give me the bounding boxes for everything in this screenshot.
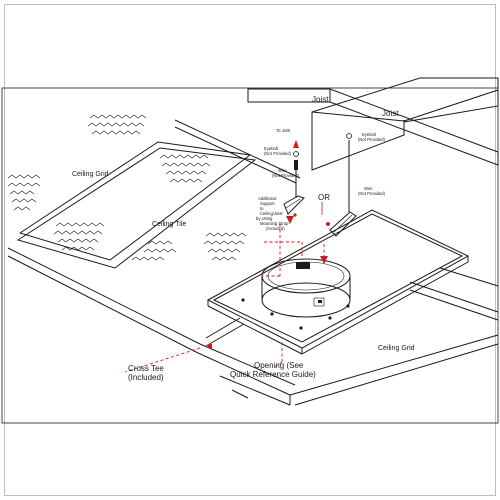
svg-text:Support: Support [260,201,276,206]
svg-text:(Included): (Included) [266,226,285,231]
label-joist-2: Joist [382,109,399,118]
svg-text:Mounting Strap: Mounting Strap [260,221,289,226]
joist-beams [247,77,499,171]
label-ceiling-grid-right: Ceiling Grid [378,345,415,352]
svg-text:to: to [260,206,264,211]
label-ceiling-tile: Ceiling Tile [152,221,186,228]
label-wire-left-2: (Not Provided) [272,173,300,178]
label-opening-2: Quick Reference Guide) [230,370,316,379]
svg-text:Additional: Additional [258,196,276,201]
tile-bridge-frame [206,209,470,355]
label-eyebolt-right-1: Eyebolt [362,132,377,137]
tile-texture [7,114,247,261]
label-wire-right-1: Wire [364,186,373,191]
ceiling-grid-lines [7,119,499,406]
label-eyebolt-left-2: (Not Provided) [264,151,292,156]
label-or: OR [318,193,330,202]
label-to-joist: To Joist [276,128,291,133]
mounting-rails [283,133,357,237]
label-eyebolt-left-1: Eyebolt [264,146,279,151]
label-cross-tee-2: (Included) [128,373,164,382]
label-joist-1: Joist [312,95,329,104]
label-ceiling-grid-left: Ceiling Grid [72,171,109,178]
image-frame [4,4,496,496]
svg-text:by Using: by Using [256,216,273,221]
label-cross-tee-1: Cross Tee [128,364,164,373]
svg-text:Ceiling/Joist: Ceiling/Joist [260,211,283,216]
label-wire-left-1: Wire [278,168,287,173]
label-opening-1: Opening (See [254,361,304,370]
label-eyebolt-right-2: (Not Provided) [358,137,386,142]
label-additional-support: Additional Support to Ceiling/Joist by U… [256,196,289,231]
label-wire-right-2: (Not Provided) [358,191,386,196]
installation-guides [124,140,330,373]
drawing-border [1,87,499,424]
speaker-enclosure [261,258,351,318]
